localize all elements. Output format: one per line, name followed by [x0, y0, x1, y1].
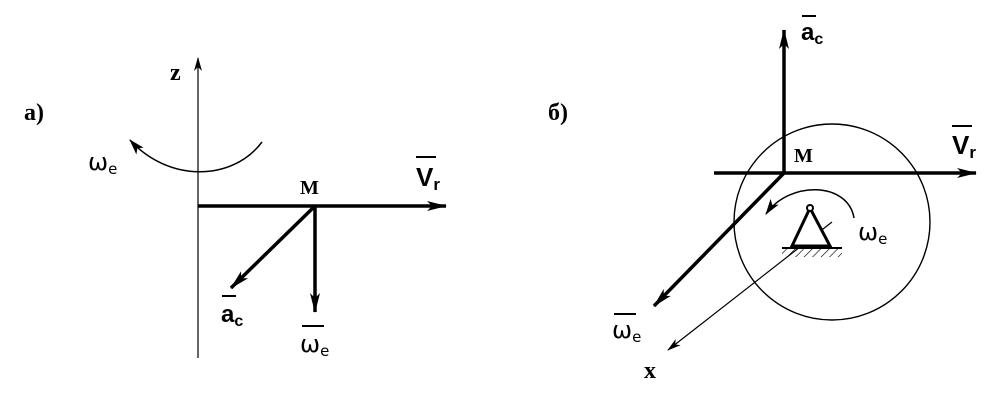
support-triangle: [789, 204, 833, 248]
omega-e-vector-b: [652, 171, 786, 308]
vr-label-b: Vr: [952, 130, 976, 162]
z-axis-label: z: [170, 60, 181, 86]
ac-label-b: ac: [801, 19, 823, 48]
panel-b-label: б): [548, 100, 568, 126]
omega-e-vector-label-a: ωe: [300, 330, 329, 360]
vr-label-a: Vr: [416, 162, 440, 194]
support-ground-hatch: [782, 249, 842, 257]
omega-e-label-b: ωe: [858, 218, 887, 248]
x-axis-label: x: [644, 358, 656, 384]
pivot-support: [782, 204, 842, 257]
panel-a-label: а): [24, 100, 44, 126]
point-m-label-b: M: [794, 145, 813, 167]
ac-label-a: ac: [221, 301, 243, 330]
omega-e-vector-label-b: ωe: [612, 316, 641, 346]
support-pin: [806, 204, 814, 212]
panel-b: б) x ωe M Vr ac ωe: [548, 15, 977, 384]
rotation-arc-a: [129, 139, 263, 173]
ac-vector-a: [229, 204, 317, 290]
rotation-arc-b: [765, 189, 855, 219]
point-m-label-a: M: [300, 177, 319, 199]
omega-e-label-a: ωe: [88, 148, 117, 178]
panel-a: а) z ωe M Vr ac ωe: [24, 57, 447, 360]
